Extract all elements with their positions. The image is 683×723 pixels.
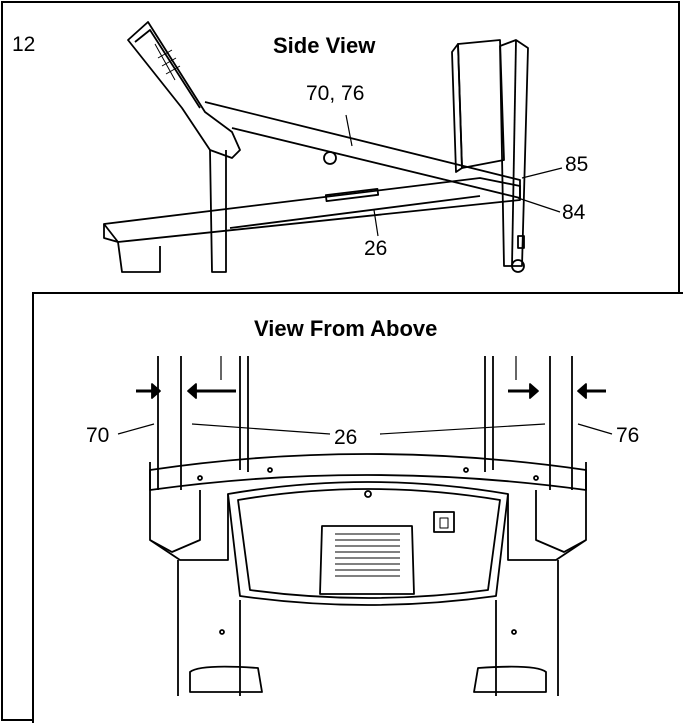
left-rail — [177, 560, 241, 696]
frame-rail — [103, 177, 521, 243]
callout-85: 85 — [565, 153, 589, 176]
left-upright — [157, 356, 182, 490]
callout-26-above: 26 — [334, 426, 358, 449]
callout-84: 84 — [562, 201, 586, 224]
console — [127, 21, 241, 159]
right-upright — [549, 356, 573, 490]
above-view-title: View From Above — [254, 316, 438, 341]
right-rail — [495, 560, 559, 696]
callout-26-side: 26 — [364, 237, 388, 260]
crossbar — [149, 453, 587, 491]
rear-upright — [499, 39, 529, 267]
callout-70-76: 70, 76 — [306, 82, 365, 105]
step-number: 12 — [12, 33, 36, 56]
side-view-drawing — [103, 21, 563, 273]
callout-76: 76 — [616, 424, 640, 447]
motor-hood-top — [227, 481, 509, 606]
view-from-above-panel — [32, 292, 683, 723]
callout-70: 70 — [86, 424, 110, 447]
side-view-title: Side View — [273, 33, 376, 58]
vent-grille — [319, 525, 415, 595]
